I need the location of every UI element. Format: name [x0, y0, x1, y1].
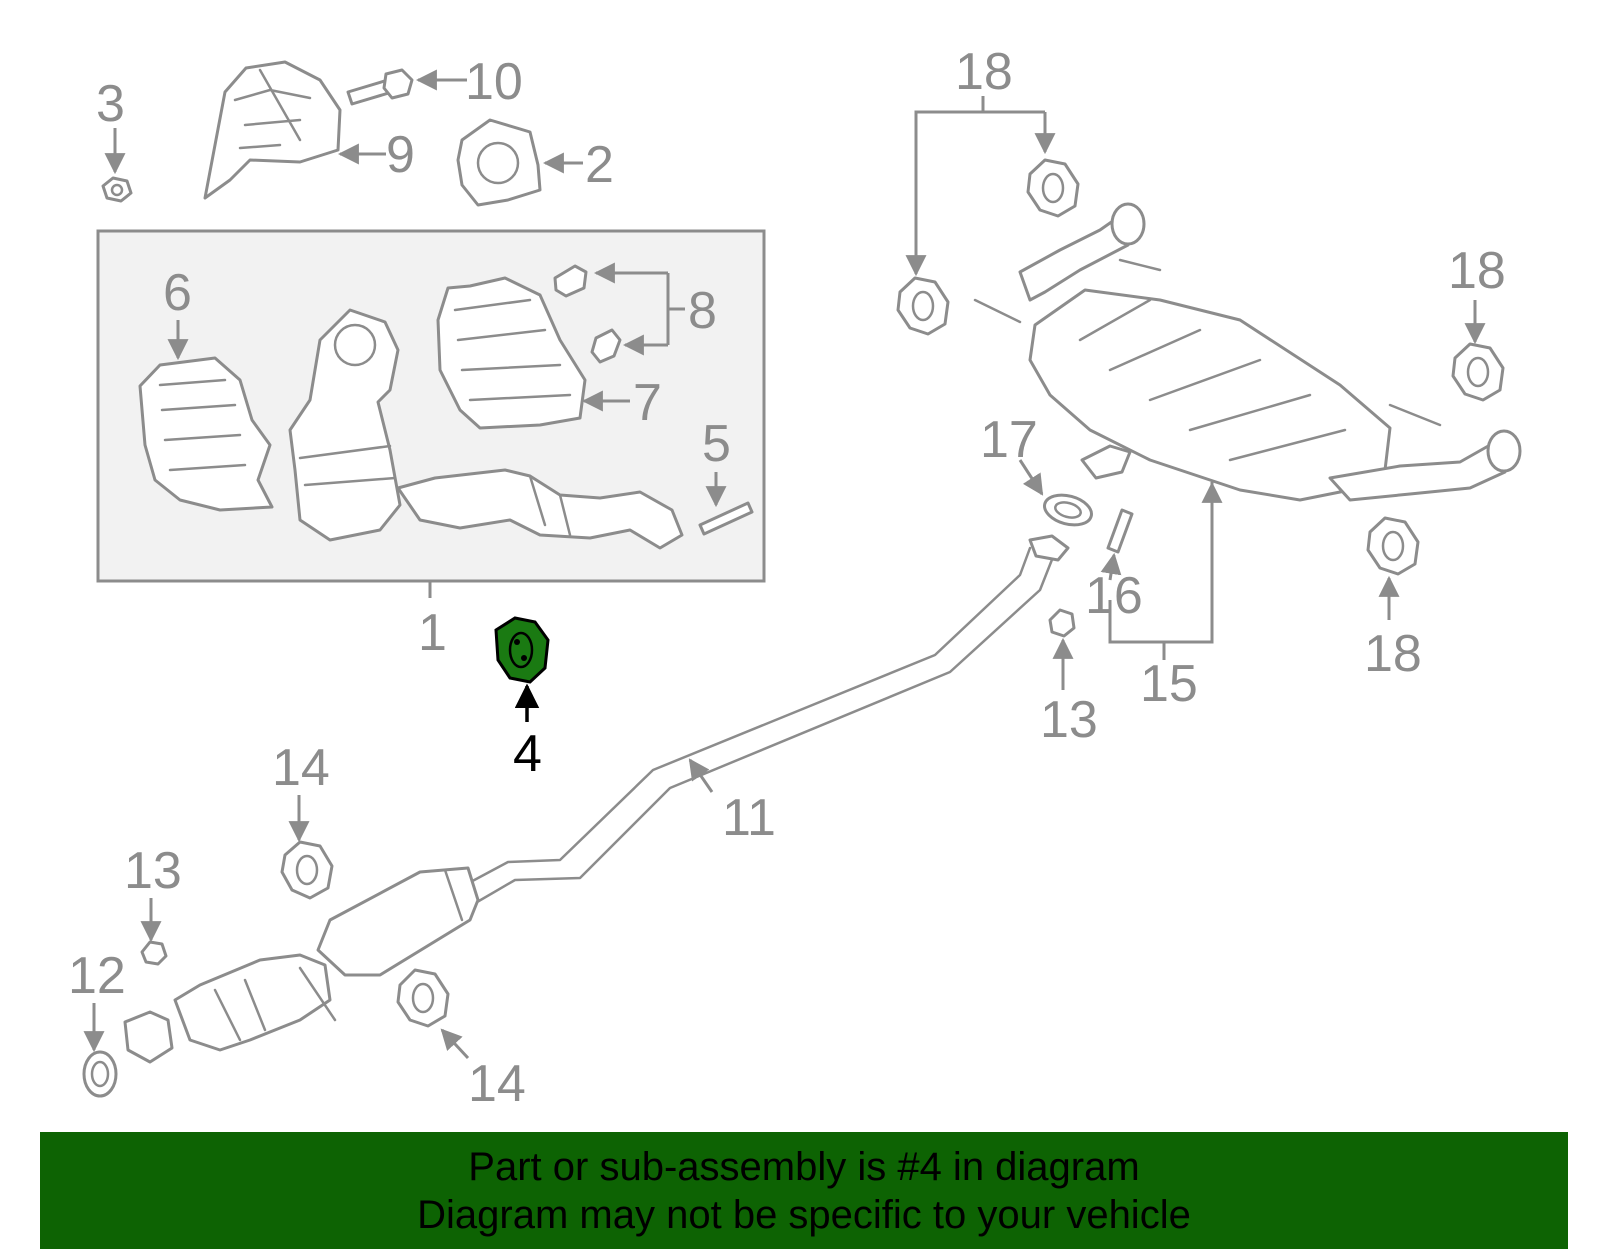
banner-line-1: Part or sub-assembly is #4 in diagram — [468, 1144, 1140, 1189]
part-13-nut-right — [1048, 608, 1076, 638]
callout-labels: 3 10 9 2 6 8 7 5 1 4 11 14 13 12 14 18 1… — [68, 43, 1506, 1113]
callout-18-right: 18 — [1448, 242, 1506, 300]
callout-18-top: 18 — [955, 43, 1013, 101]
callout-5: 5 — [702, 415, 731, 473]
part-3-nut — [101, 176, 133, 203]
callout-13-left: 13 — [124, 842, 182, 900]
banner-line-2: Diagram may not be specific to your vehi… — [417, 1192, 1191, 1237]
part-7-heat-shield — [436, 276, 587, 430]
part-1-manifold-converter — [288, 308, 684, 550]
part-18-hanger-bottom — [1366, 516, 1420, 576]
callout-14-lower: 14 — [468, 1055, 526, 1113]
callout-6: 6 — [163, 264, 192, 322]
part-11-intermediate-pipe — [463, 534, 1070, 907]
callout-3: 3 — [96, 75, 125, 133]
part-8-sensors — [553, 264, 622, 364]
part-2-gasket — [456, 118, 542, 207]
callout-8: 8 — [688, 282, 717, 340]
callout-16: 16 — [1085, 567, 1143, 625]
callout-12: 12 — [68, 947, 126, 1005]
callout-15: 15 — [1140, 655, 1198, 713]
callout-13-right: 13 — [1040, 691, 1098, 749]
callout-7: 7 — [633, 374, 662, 432]
part-12-gasket — [82, 1050, 118, 1098]
part-18-hanger-right — [1451, 342, 1505, 402]
part-9-heat-shield — [203, 60, 342, 200]
part-6-heat-shield — [138, 356, 274, 512]
part-18-hanger-left — [896, 276, 950, 336]
callout-10: 10 — [465, 53, 523, 111]
part-18-hanger-top — [1026, 158, 1080, 218]
part-16-stud — [1106, 508, 1134, 554]
part-12-front-pipe — [123, 953, 337, 1064]
part-4-hanger-highlighted — [494, 616, 550, 684]
leader-lines — [83, 69, 1486, 1060]
callout-14-upper: 14 — [272, 739, 330, 797]
callout-11: 11 — [722, 789, 776, 847]
callout-2: 2 — [585, 136, 614, 194]
part-13-nut-left — [140, 940, 168, 966]
callout-1: 1 — [418, 604, 447, 662]
info-banner: Part or sub-assembly is #4 in diagram Di… — [40, 1132, 1568, 1249]
part-10-bolt — [346, 68, 414, 106]
part-11-converter-body — [316, 866, 480, 977]
part-14-hanger-lower — [396, 968, 450, 1028]
callout-9: 9 — [386, 126, 415, 184]
callout-4: 4 — [513, 725, 542, 783]
callout-17: 17 — [980, 411, 1038, 469]
callout-18-bottom: 18 — [1364, 625, 1422, 683]
part-14-hanger-upper — [280, 840, 334, 900]
part-15-muffler — [973, 202, 1522, 502]
part-5-stud — [698, 501, 754, 536]
part-17-gasket — [1043, 493, 1093, 527]
